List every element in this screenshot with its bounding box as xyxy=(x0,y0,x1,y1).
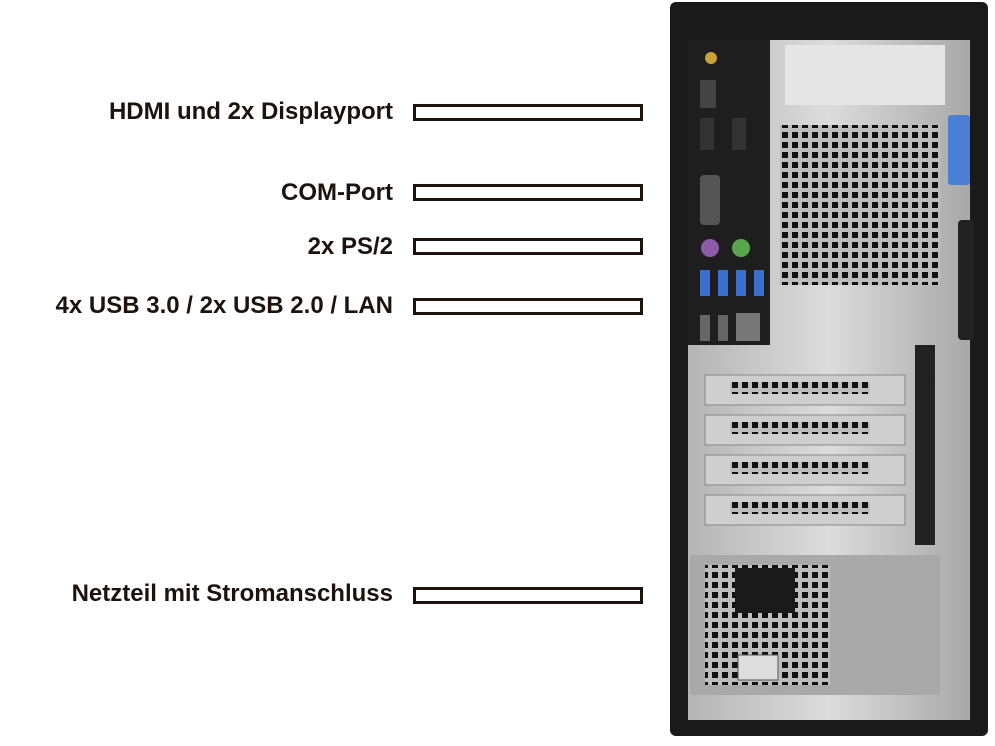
slot-retainer xyxy=(915,345,935,545)
audio-jack xyxy=(705,52,717,64)
callout-bar-com-port xyxy=(413,184,643,201)
ps2-keyboard xyxy=(701,239,719,257)
side-handle xyxy=(958,220,974,340)
lan-port xyxy=(736,313,760,341)
expansion-slots xyxy=(704,374,906,526)
callout-label-com-port: COM-Port xyxy=(281,179,393,206)
power-connector xyxy=(735,568,795,613)
callout-label-hdmi-displayport: HDMI und 2x Displayport xyxy=(108,98,393,125)
hdmi-port xyxy=(700,80,716,108)
callout-label-ps2: 2x PS/2 xyxy=(307,233,393,260)
usb2-port-1 xyxy=(700,315,710,341)
latch-blue xyxy=(948,115,970,185)
displayport-1 xyxy=(700,118,714,150)
callout-label-usb-lan: 4x USB 3.0 / 2x USB 2.0 / LAN xyxy=(55,292,393,319)
usb3-ports xyxy=(700,270,764,296)
callout-bar-hdmi-displayport xyxy=(413,104,643,121)
fan-grill xyxy=(780,125,940,285)
com-port xyxy=(700,175,720,225)
ps2-mouse xyxy=(732,239,750,257)
callout-bar-power-supply xyxy=(413,587,643,604)
callout-bar-usb-lan xyxy=(413,298,643,315)
usb2-port-2 xyxy=(718,315,728,341)
callout-label-power-supply: Netzteil mit Stromanschluss xyxy=(71,580,393,607)
callout-bar-ps2 xyxy=(413,238,643,255)
handle-recess xyxy=(785,45,945,105)
displayport-2 xyxy=(732,118,746,150)
psu-test-button xyxy=(737,654,779,681)
